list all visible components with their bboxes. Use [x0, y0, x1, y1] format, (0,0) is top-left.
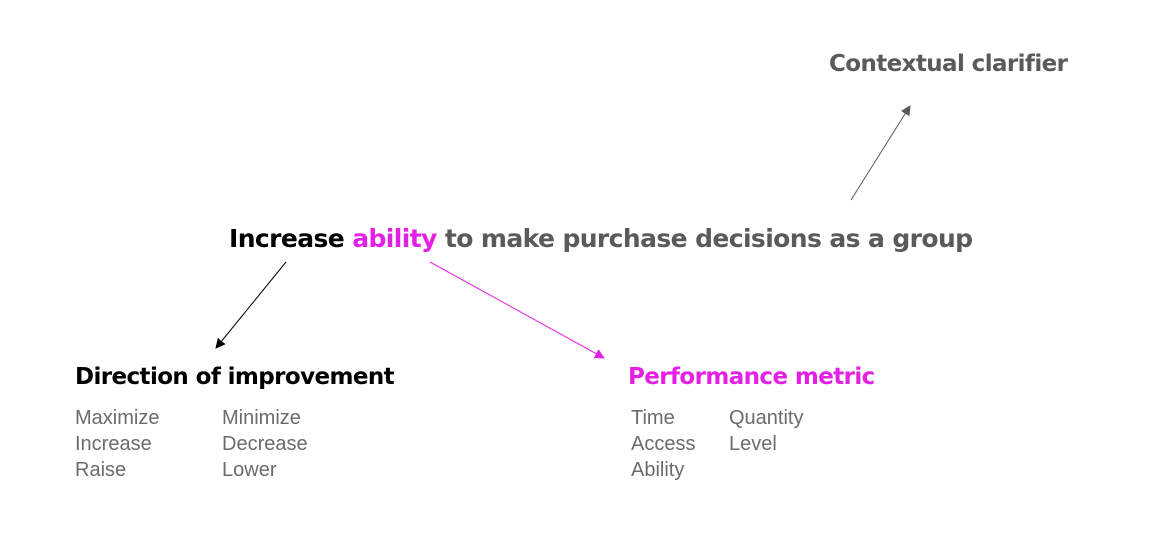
metric-option: Time [631, 407, 675, 429]
metric-option: Level [729, 433, 777, 455]
direction-options-column-2: Minimize Decrease Lower [222, 405, 308, 483]
direction-of-improvement-title: Direction of improvement [75, 364, 395, 390]
metric-option: Ability [631, 459, 685, 481]
arrow-to-performance-metric [429, 261, 605, 359]
arrow-to-direction-of-improvement [215, 261, 287, 349]
metric-options-column-2: Quantity Level [729, 405, 803, 457]
metric-option: Access [631, 433, 696, 455]
performance-metric-title: Performance metric [628, 364, 875, 390]
statement-direction-word: Increase [229, 224, 345, 253]
direction-option: Increase [75, 433, 152, 455]
direction-option: Lower [222, 459, 277, 481]
statement-metric-word: ability [352, 224, 437, 253]
direction-option: Raise [75, 459, 127, 481]
direction-option: Minimize [222, 407, 301, 429]
metric-options-column-1: Time Access Ability [631, 405, 695, 483]
arrow-to-contextual-clarifier [850, 105, 911, 201]
statement-rest: to make purchase decisions as a group [444, 224, 973, 253]
contextual-clarifier-label: Contextual clarifier [829, 51, 1068, 77]
direction-option: Maximize [75, 407, 160, 429]
metric-option: Quantity [729, 407, 804, 429]
direction-option: Decrease [222, 433, 308, 455]
outcome-statement: Increase ability to make purchase decisi… [229, 224, 973, 253]
direction-options-column-1: Maximize Increase Raise [75, 405, 159, 483]
